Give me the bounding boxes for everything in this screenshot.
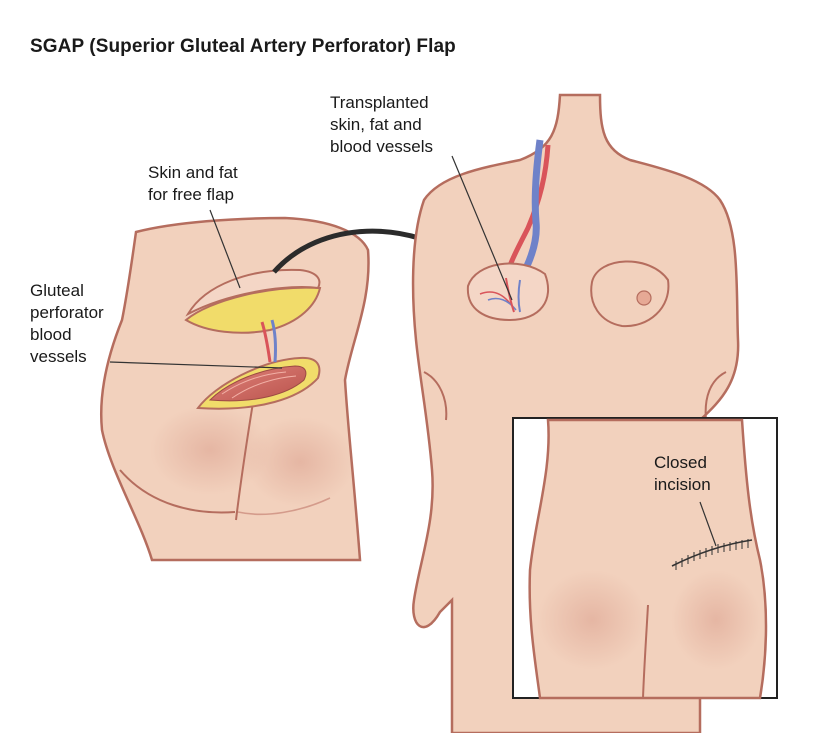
- right-buttock-fold: [237, 497, 331, 516]
- gluteal-artery: [260, 321, 272, 363]
- label-line: for free flap: [148, 185, 234, 204]
- diagram-title: SGAP (Superior Gluteal Artery Perforator…: [30, 36, 456, 57]
- label-closed-incision: Closed incision: [654, 452, 711, 496]
- label-line: skin, fat and: [330, 115, 422, 134]
- leader-flap: [209, 209, 241, 289]
- label-line: Skin and fat: [148, 163, 238, 182]
- label-line: Transplanted: [330, 93, 429, 112]
- closed-incision-suture: [671, 539, 753, 567]
- label-transplanted-tissue: Transplanted skin, fat and blood vessels: [330, 92, 433, 158]
- suture-stitches: [675, 539, 749, 570]
- label-gluteal-vessels: Gluteal perforator blood vessels: [30, 280, 104, 368]
- left-arm-line: [423, 371, 448, 421]
- label-line: perforator: [30, 303, 104, 322]
- label-line: incision: [654, 475, 711, 494]
- back-view-figure: [100, 216, 370, 562]
- inset-panel: [512, 417, 778, 700]
- inset-gluteal-cleft: [642, 604, 649, 699]
- label-line: Gluteal: [30, 281, 84, 300]
- label-line: blood: [30, 325, 72, 344]
- natural-breast: [590, 260, 670, 328]
- neck-artery: [503, 144, 551, 279]
- label-skin-fat-flap: Skin and fat for free flap: [148, 162, 238, 206]
- leader-gluteal: [109, 361, 283, 369]
- leader-transplant: [451, 155, 513, 301]
- gluteal-vein: [270, 319, 278, 363]
- leader-lines: [109, 155, 717, 547]
- harvested-skin-fat-flap: [184, 268, 322, 334]
- right-arm-line: [704, 371, 727, 421]
- label-line: blood vessels: [330, 137, 434, 156]
- nipple: [636, 290, 652, 306]
- label-line: vessels: [30, 347, 87, 366]
- leader-incision: [699, 501, 717, 547]
- label-line: Closed: [654, 453, 707, 472]
- left-buttock-fold: [119, 469, 236, 514]
- donor-site-wound: [196, 356, 321, 410]
- neck-vein: [516, 139, 544, 282]
